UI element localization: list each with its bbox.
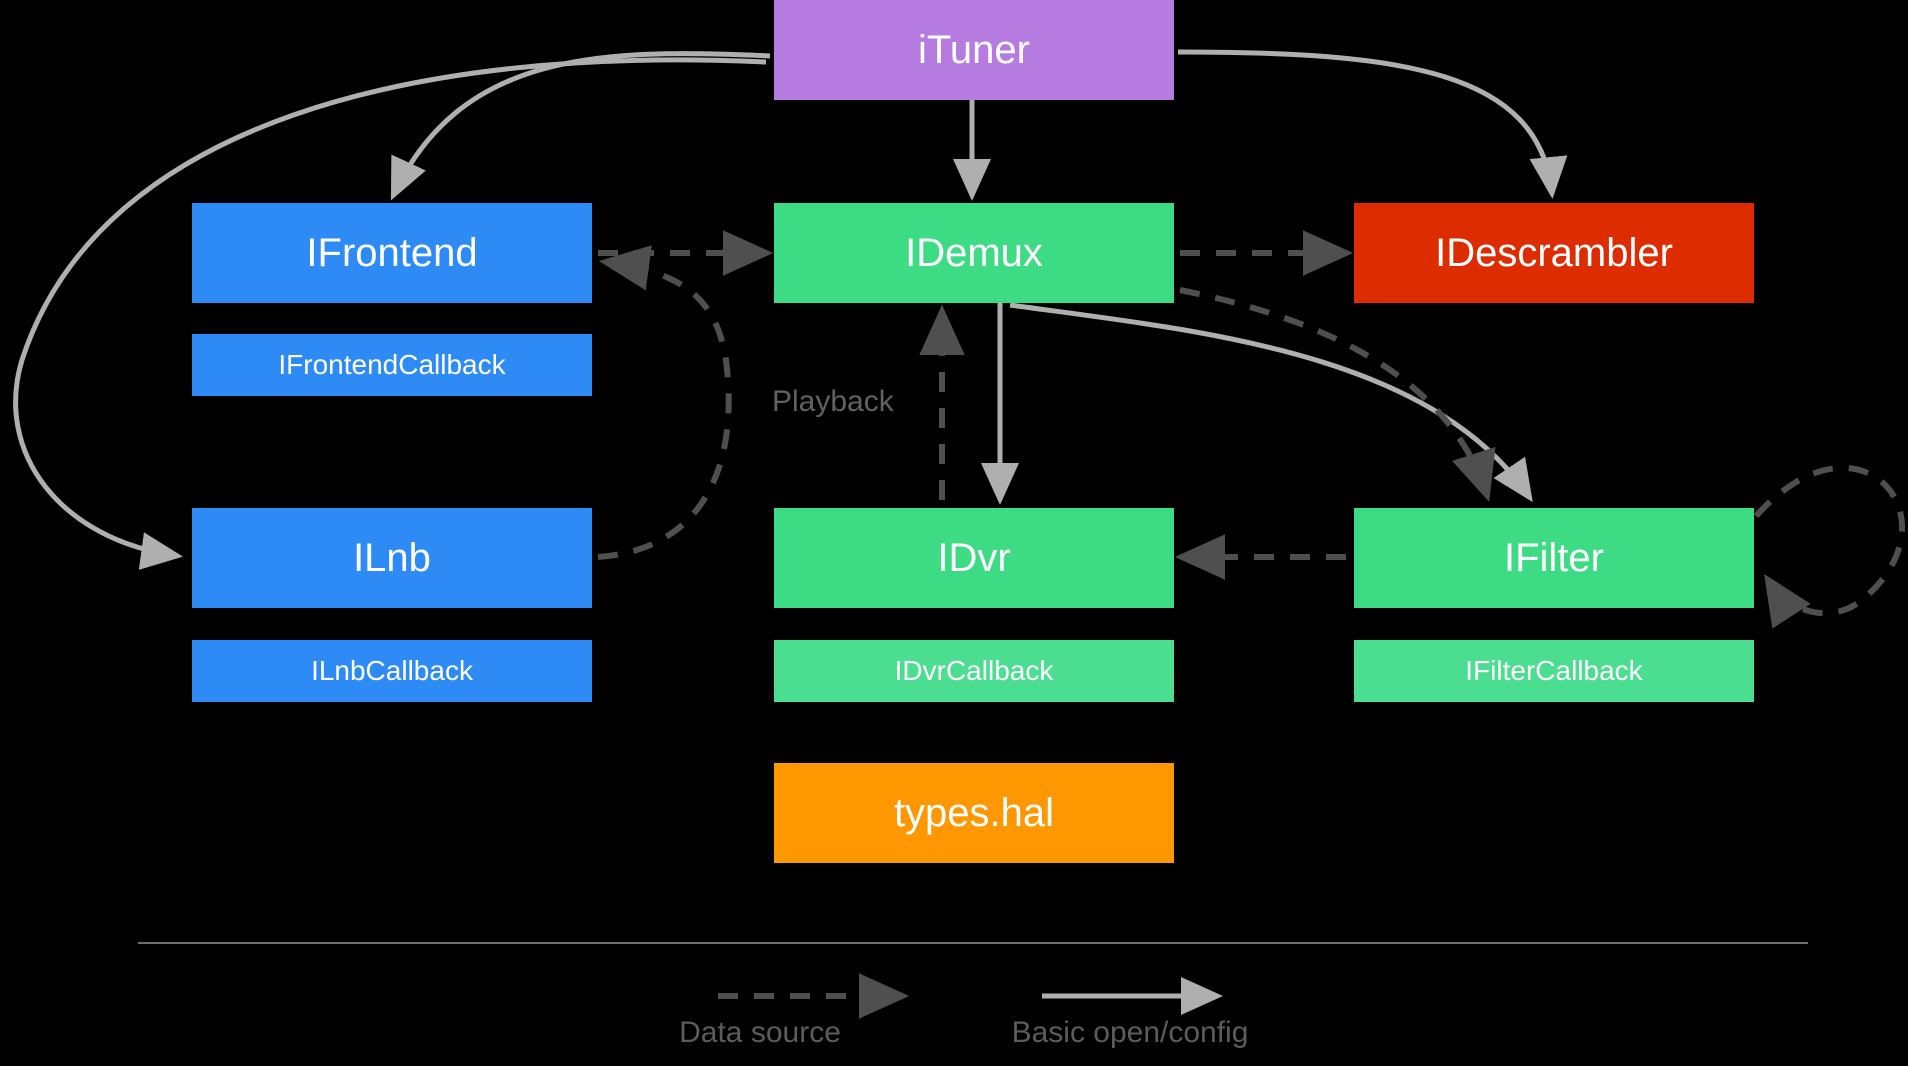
legend-label-basic-config: Basic open/config bbox=[1011, 1016, 1249, 1049]
node-label: IDemux bbox=[905, 231, 1043, 275]
node-ilnb[interactable]: ILnb bbox=[192, 508, 592, 608]
node-idvrcallback[interactable]: IDvrCallback bbox=[774, 640, 1174, 702]
node-ifrontendcallback[interactable]: IFrontendCallback bbox=[192, 334, 592, 396]
edge-ituner-to-idescrambler bbox=[1177, 49, 1568, 199]
node-ifrontend[interactable]: IFrontend bbox=[192, 203, 592, 303]
node-idescrambler[interactable]: IDescrambler bbox=[1354, 203, 1754, 303]
node-label: IFilter bbox=[1504, 536, 1604, 580]
node-ituner[interactable]: iTuner bbox=[774, 0, 1174, 100]
edge-label-playback: Playback bbox=[772, 385, 894, 418]
edge-ifilter-self-loop bbox=[1753, 464, 1906, 629]
node-label: iTuner bbox=[918, 28, 1030, 72]
node-ifiltercallback[interactable]: IFilterCallback bbox=[1354, 640, 1754, 702]
node-label: IFilterCallback bbox=[1465, 654, 1643, 686]
node-ilnbcallback[interactable]: ILnbCallback bbox=[192, 640, 592, 702]
node-label: ILnbCallback bbox=[311, 654, 473, 686]
edge-idemux-to-ifilter bbox=[1009, 302, 1533, 503]
node-label: IFrontend bbox=[306, 231, 478, 275]
node-ifilter[interactable]: IFilter bbox=[1354, 508, 1754, 608]
node-idemux[interactable]: IDemux bbox=[774, 203, 1174, 303]
legend-label-data-source: Data source bbox=[679, 1016, 841, 1049]
node-label: types.hal bbox=[893, 791, 1055, 835]
node-label: IDvr bbox=[937, 536, 1011, 580]
edge-ituner-to-ilnb bbox=[13, 57, 767, 570]
node-label: ILnb bbox=[353, 536, 431, 580]
edge-ilnb-to-ifrontend bbox=[597, 245, 732, 560]
node-typeshal[interactable]: types.hal bbox=[774, 763, 1174, 863]
node-label: IDescrambler bbox=[1435, 231, 1673, 275]
edge-ituner-to-ifrontend bbox=[390, 51, 771, 201]
node-idvr[interactable]: IDvr bbox=[774, 508, 1174, 608]
node-label: IDvrCallback bbox=[894, 654, 1054, 686]
node-label: IFrontendCallback bbox=[278, 348, 506, 380]
edge-idemux-to-ifilter-data bbox=[1179, 287, 1496, 502]
